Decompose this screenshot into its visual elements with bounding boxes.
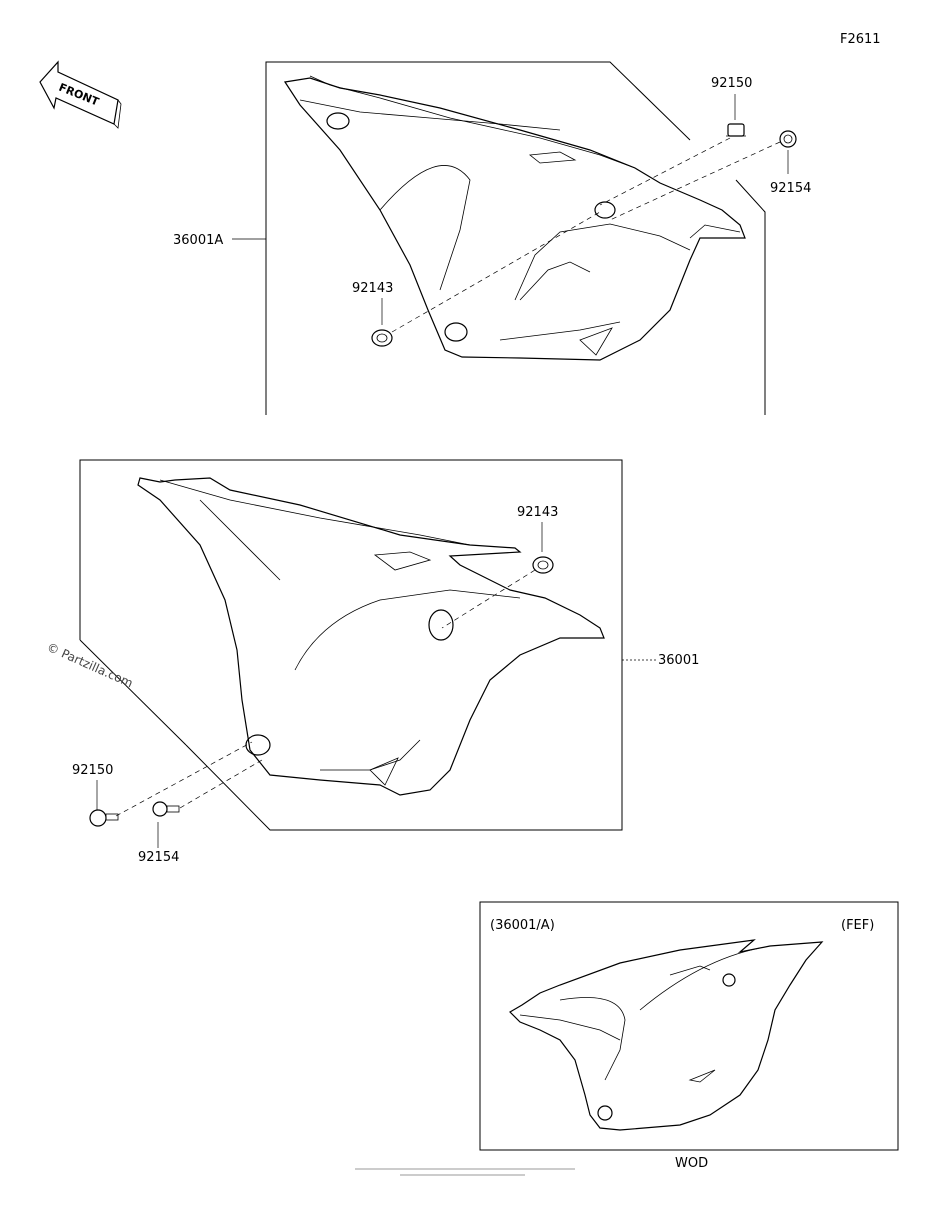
watermark: © Partzilla.com — [45, 640, 135, 690]
front-arrow-label: FRONT — [57, 81, 101, 109]
inset-variant-label: (FEF) — [841, 918, 874, 933]
lower-collar-label[interactable]: 92154 — [138, 850, 179, 865]
footer-fine-print — [355, 1168, 575, 1170]
footer-label: WOD — [675, 1156, 708, 1171]
bolt-92150-lower[interactable] — [89, 809, 119, 827]
upper-frame — [265, 61, 691, 415]
upper-group: 36001A 92150 92154 92143 — [173, 61, 811, 415]
collar-92154-lower[interactable] — [152, 801, 180, 817]
upper-cover-label[interactable]: 36001A — [173, 233, 223, 248]
lower-bolt-label[interactable]: 92150 — [72, 763, 113, 778]
lower-frame — [79, 459, 623, 831]
side-cover-36001[interactable] — [137, 477, 605, 796]
inset-panel: (36001/A) (FEF) — [479, 901, 899, 1151]
bolt-92150-upper[interactable] — [726, 123, 746, 137]
lower-cover-label[interactable]: 36001 — [658, 653, 699, 668]
diagram-code: F2611 — [840, 32, 881, 47]
upper-grommet-label[interactable]: 92143 — [352, 281, 393, 296]
lower-group: 36001 92143 92150 92154 — [72, 459, 699, 865]
upper-collar-label[interactable]: 92154 — [770, 181, 811, 196]
grommet-92143-lower[interactable] — [532, 556, 554, 574]
collar-92154-upper[interactable] — [779, 130, 797, 148]
inset-side-cover[interactable] — [509, 939, 824, 1131]
side-cover-36001a[interactable] — [283, 75, 746, 361]
lower-grommet-label[interactable]: 92143 — [517, 505, 558, 520]
inset-ref-label: (36001/A) — [490, 918, 555, 933]
front-arrow-icon: FRONT — [39, 60, 122, 129]
upper-bolt-label[interactable]: 92150 — [711, 76, 752, 91]
grommet-92143-upper[interactable] — [371, 329, 393, 347]
